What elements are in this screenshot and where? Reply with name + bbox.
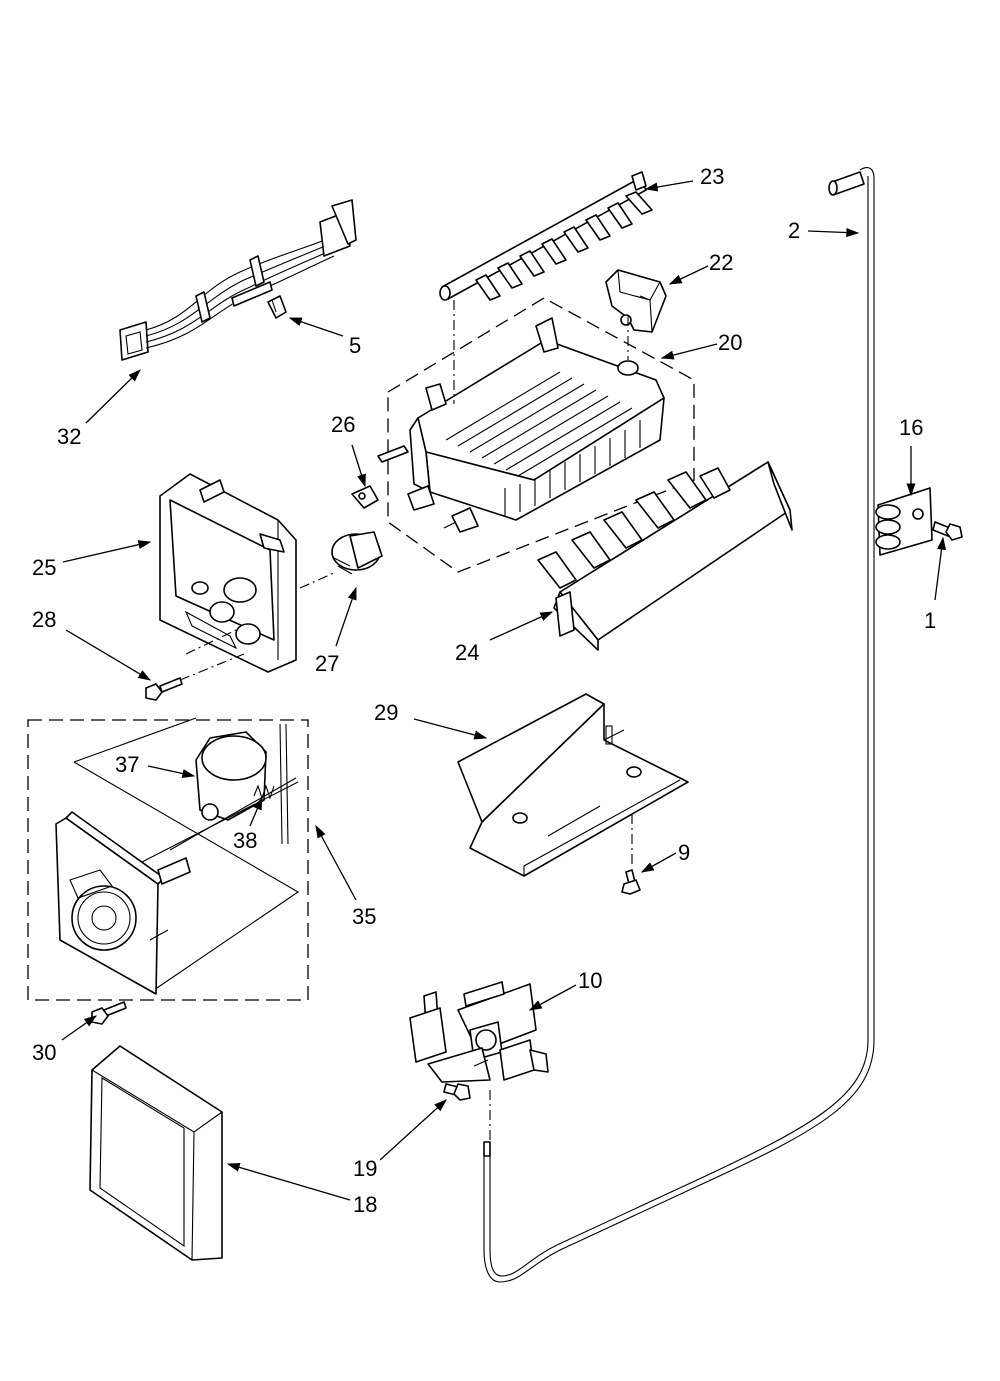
mounting-screw-30 [91, 1001, 127, 1025]
tube-clamp-bracket [875, 487, 933, 556]
ice-maker-cover-part [457, 693, 689, 877]
cover-screw [621, 869, 641, 895]
fill-tube-part [483, 167, 875, 1283]
callout-28: 28 [32, 607, 56, 632]
motor-kit-part [27, 717, 309, 1001]
wire-harness-part [119, 199, 357, 361]
callout-37: 37 [115, 752, 139, 777]
callout-16: 16 [899, 415, 923, 440]
harness-clip-part [267, 295, 287, 319]
callout-9: 9 [678, 840, 690, 865]
callout-22: 22 [709, 250, 733, 275]
assembly-lines [141, 300, 633, 1140]
callout-19: 19 [353, 1156, 377, 1181]
callout-30: 30 [32, 1040, 56, 1065]
drive-motor-part [195, 723, 289, 845]
callout-24: 24 [455, 640, 479, 665]
housing-screw-28 [145, 677, 183, 701]
callout-27: 27 [315, 651, 339, 676]
water-valve-part [409, 981, 549, 1083]
stripper-part [537, 461, 793, 651]
callout-2: 2 [788, 218, 800, 243]
callout-18: 18 [353, 1192, 377, 1217]
thermostat-part [331, 531, 383, 575]
control-housing-part [159, 473, 297, 673]
mold-clip-part [351, 485, 379, 509]
callout-29: 29 [374, 700, 398, 725]
bracket-screw [932, 521, 963, 541]
callout-35: 35 [352, 904, 376, 929]
callout-23: 23 [700, 164, 724, 189]
leader-lines [61, 180, 947, 1201]
insulation-pad-part [89, 1045, 223, 1261]
callout-5: 5 [349, 333, 361, 358]
callout-10: 10 [578, 968, 602, 993]
callout-38: 38 [233, 828, 257, 853]
mold-cover-part [605, 269, 667, 333]
valve-screw [443, 1083, 471, 1101]
ice-mold-part [377, 297, 695, 573]
callout-20: 20 [718, 330, 742, 355]
callout-25: 25 [32, 555, 56, 580]
callout-1: 1 [924, 608, 936, 633]
callout-labels: 1 2 5 9 10 16 18 19 20 22 23 24 25 26 27… [32, 164, 936, 1217]
callout-26: 26 [331, 412, 355, 437]
callout-32: 32 [57, 424, 81, 449]
